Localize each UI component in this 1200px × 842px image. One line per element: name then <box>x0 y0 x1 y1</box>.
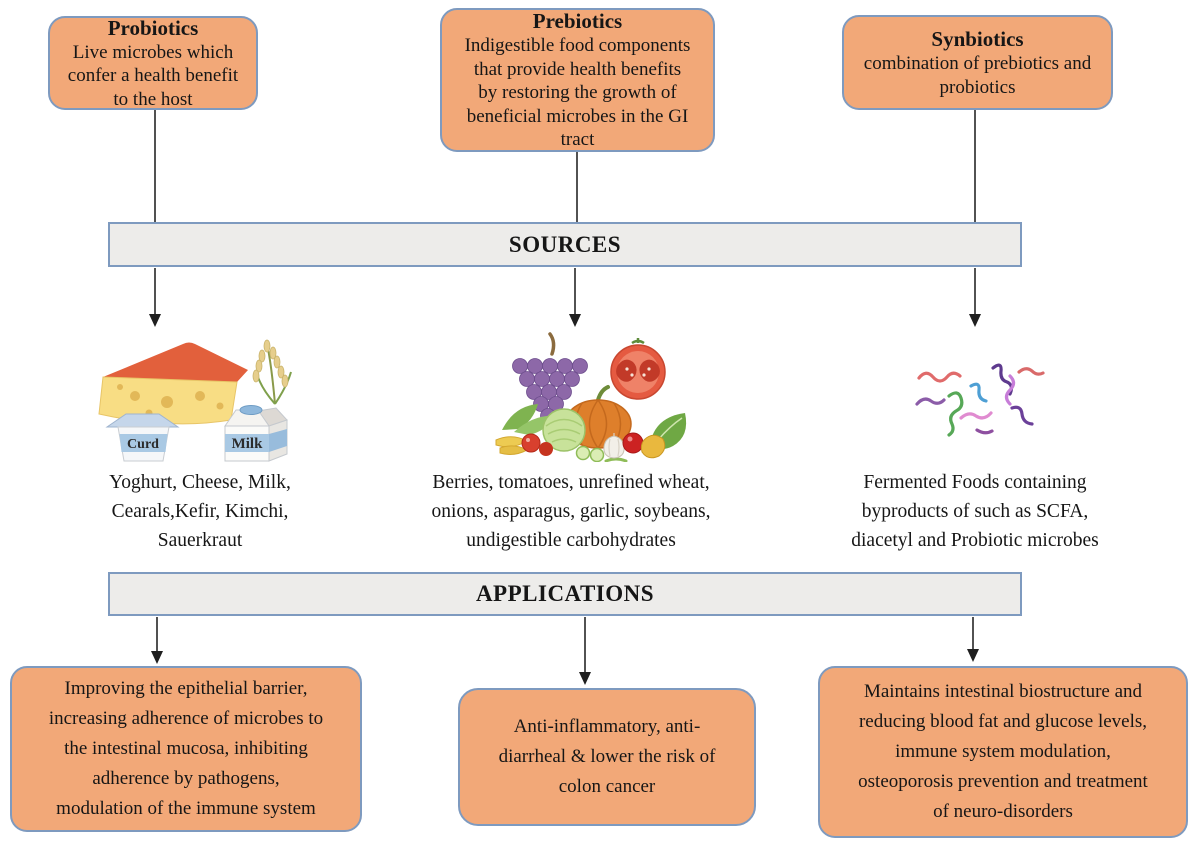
synbiotics-applications-box: Maintains intestinal biostructure and re… <box>818 666 1188 838</box>
milk-carton: Milk <box>224 405 288 462</box>
synbiotics-sources-caption: Fermented Foods containing byproducts of… <box>851 472 1099 551</box>
milk-label: Milk <box>232 436 263 452</box>
prebiotics-applications-text: Anti-inflammatory, anti- diarrheal & low… <box>498 716 716 797</box>
probiotics-title: Probiotics <box>107 15 199 40</box>
curd-label: Curd <box>127 437 159 452</box>
prebiotics-applications-box: Anti-inflammatory, anti- diarrheal & low… <box>458 688 756 826</box>
synbiotics-title: Synbiotics <box>931 27 1024 51</box>
probiotics-definition: Live microbes which confer a health bene… <box>67 41 239 110</box>
microbe-squiggles <box>915 363 1045 437</box>
sources-bar: SOURCES <box>108 222 1022 267</box>
synbiotics-applications-text: Maintains intestinal biostructure and re… <box>858 681 1148 822</box>
dairy-products-icon: Curd Milk <box>85 330 300 467</box>
synbiotics-definition-box: Synbiotics combination of prebiotics and… <box>842 15 1113 110</box>
synbiotics-definition: combination of prebiotics and probiotics <box>863 53 1092 98</box>
prebiotics-definition: Indigestible food components that provid… <box>464 35 691 151</box>
yellow-produce <box>495 436 529 455</box>
probiotics-sources-caption: Yoghurt, Cheese, Milk, Cearals,Kefir, Ki… <box>109 472 291 551</box>
prebiotics-title: Prebiotics <box>532 9 623 34</box>
probiotics-definition-box: Probiotics Live microbes which confer a … <box>48 16 258 110</box>
cherry-tomatoes <box>521 433 553 456</box>
tomato-slice <box>610 338 666 400</box>
applications-bar: APPLICATIONS <box>108 572 1022 616</box>
red-pepper <box>622 432 644 454</box>
cucumber-slices <box>575 445 628 463</box>
prebiotics-sources-caption: Berries, tomatoes, unrefined wheat, onio… <box>431 472 711 551</box>
curd-cup: Curd <box>105 413 180 462</box>
fruits-vegetables-icon <box>486 330 691 467</box>
prebiotics-definition-box: Prebiotics Indigestible food components … <box>440 8 715 152</box>
probiotics-applications-text: Improving the epithelial barrier, increa… <box>48 678 324 819</box>
microbes-icon <box>913 352 1045 449</box>
cabbage <box>542 408 586 452</box>
probiotics-applications-box: Improving the epithelial barrier, increa… <box>10 666 362 832</box>
wheat-stalks <box>252 339 292 405</box>
cheese-wedge <box>98 342 248 425</box>
yellow-pepper <box>640 434 666 459</box>
